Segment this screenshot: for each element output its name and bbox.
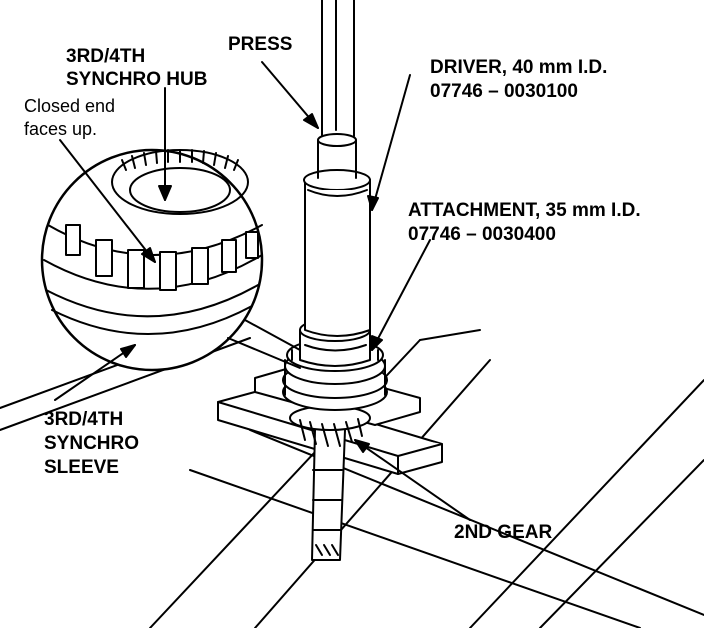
sleeve-label-line3: SLEEVE xyxy=(44,457,119,478)
note-line1: Closed end xyxy=(24,96,116,116)
attachment-label: ATTACHMENT, 35 mm I.D. xyxy=(408,200,641,221)
press-label: PRESS xyxy=(228,34,293,55)
hub-label-line2: SYNCHRO HUB xyxy=(66,69,208,90)
hub-label-line1: 3RD/4TH xyxy=(66,46,146,67)
sleeve-label-line1: 3RD/4TH xyxy=(44,409,124,430)
gear-shaft xyxy=(311,429,346,561)
driver-part-number: 07746 – 0030100 xyxy=(430,81,578,102)
leader-lines xyxy=(54,61,471,521)
second-gear-label: 2ND GEAR xyxy=(454,522,553,543)
driver-tool xyxy=(303,0,371,337)
driver-label: DRIVER, 40 mm I.D. xyxy=(430,57,608,78)
second-gear xyxy=(289,405,371,447)
note-line2: faces up. xyxy=(24,119,98,139)
magnified-hub-detail xyxy=(40,148,301,372)
attachment-part-number: 07746 – 0030400 xyxy=(408,224,556,245)
sleeve-label-line2: SYNCHRO xyxy=(44,433,140,454)
